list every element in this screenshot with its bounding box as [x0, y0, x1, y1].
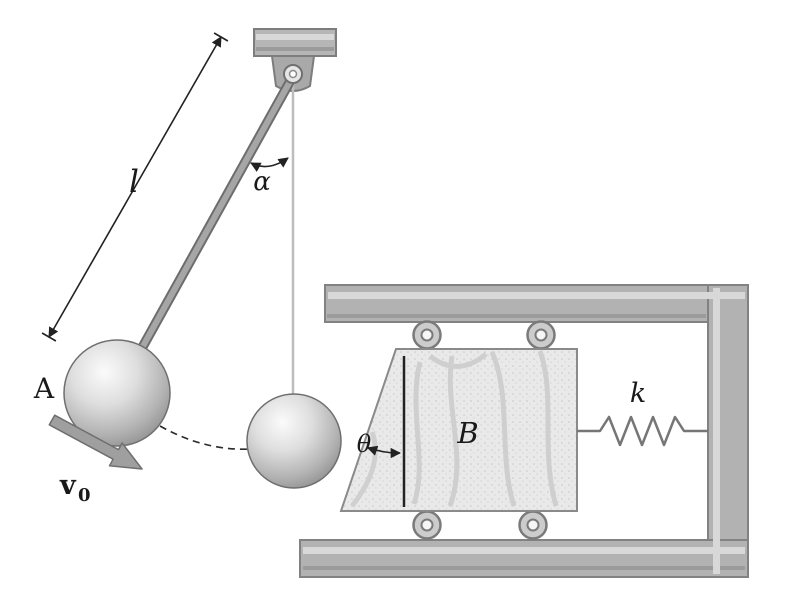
- spring: k: [577, 378, 708, 447]
- velocity-arrow-icon: [48, 414, 143, 470]
- ceiling-mount: [253, 28, 337, 57]
- dimension-tick-bottom: [41, 332, 57, 342]
- pivot-pin-icon: [283, 64, 303, 84]
- theta-label: θ: [357, 430, 372, 458]
- length-dimension: [41, 32, 229, 342]
- frame-bottom-bar: [299, 539, 749, 578]
- roller-bottom-right-icon: [518, 510, 548, 540]
- frame-top-highlight: [328, 292, 745, 299]
- velocity-label: v: [59, 470, 77, 501]
- block-b-body: [339, 348, 578, 512]
- spring-constant-label: k: [630, 378, 646, 409]
- angle-alpha-arrow: [250, 157, 289, 172]
- block-b-label: B: [456, 416, 478, 450]
- frame-bottom-highlight: [303, 547, 745, 554]
- velocity-subscript: 0: [78, 485, 91, 506]
- roller-top-right-icon: [526, 320, 556, 350]
- angle-theta-arc: [366, 445, 402, 459]
- block-wood-grain: [350, 350, 559, 508]
- ball-a: [63, 339, 171, 447]
- roller-bottom-left-icon: [412, 510, 442, 540]
- pendulum-rod: [112, 71, 298, 398]
- ball-a-label: A: [33, 372, 55, 405]
- dimension-line: [48, 36, 222, 338]
- spring-coil: [577, 415, 708, 447]
- block-b: θ B: [339, 348, 578, 512]
- alpha-label: α: [253, 167, 271, 197]
- channel-frame: [299, 284, 749, 578]
- frame-top-shadow-line: [327, 314, 706, 318]
- ball-lowest-position: [246, 393, 342, 489]
- ceiling-mount-shadow: [256, 47, 334, 51]
- roller-top-left-icon: [412, 320, 442, 350]
- ceiling-mount-highlight: [256, 34, 334, 40]
- frame-bottom-shadow-line: [303, 566, 745, 570]
- frame-right-highlight: [713, 288, 720, 574]
- length-label: l: [129, 164, 139, 200]
- dimension-tick-top: [213, 32, 229, 42]
